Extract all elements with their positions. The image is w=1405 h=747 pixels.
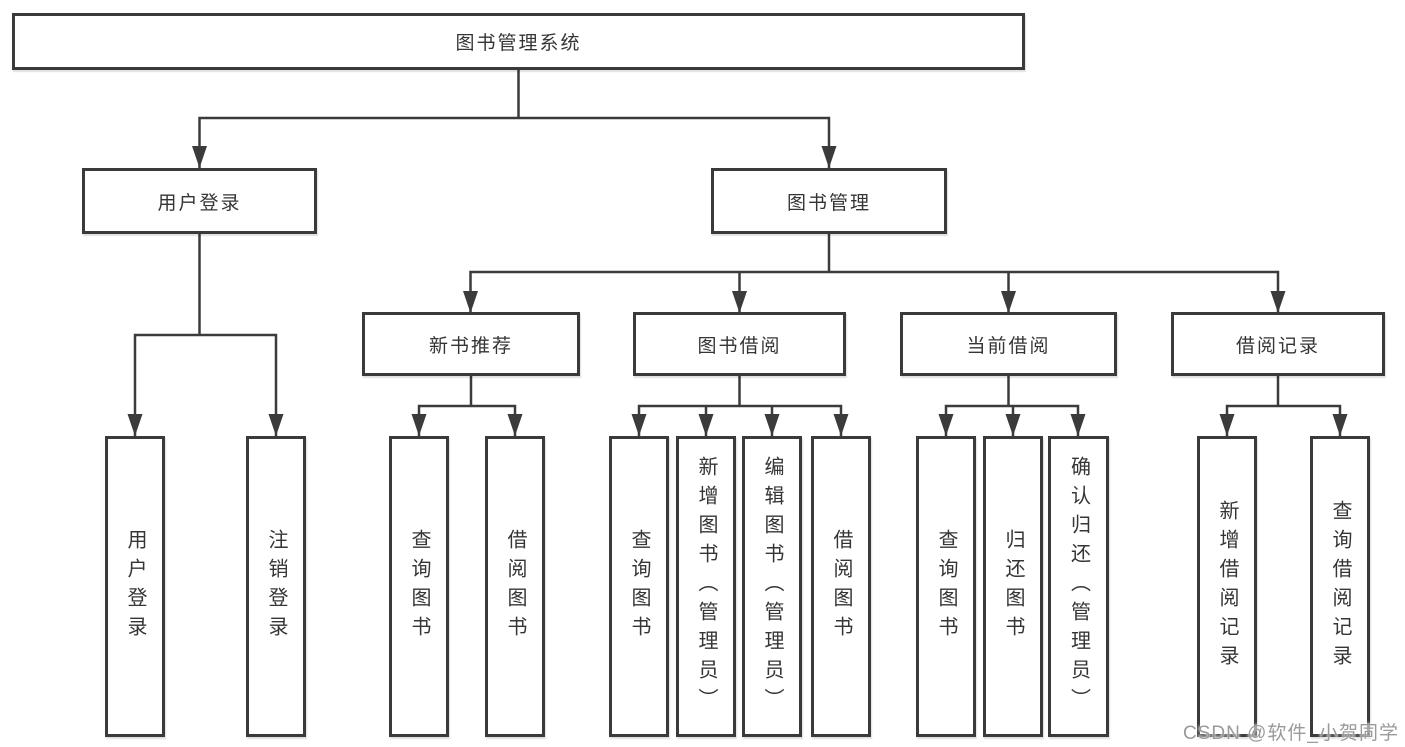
leaf-add-borrow-record-label: 新增借阅记录 — [1216, 499, 1238, 674]
node-user-login: 用户登录 — [82, 168, 317, 234]
node-root-label: 图书管理系统 — [455, 33, 582, 54]
node-current-borrow: 当前借阅 — [900, 312, 1117, 376]
leaf-query-borrow-record: 查询借阅记录 — [1310, 436, 1370, 737]
node-borrow-records: 借阅记录 — [1171, 312, 1385, 376]
node-current-borrow-label: 当前借阅 — [966, 335, 1051, 357]
leaf-add-books-admin-label: 新增图书（管理员） — [695, 456, 717, 717]
node-borrow-records-label: 借阅记录 — [1235, 335, 1320, 357]
leaf-query-books-label: 查询图书 — [408, 528, 430, 645]
node-user-login-label: 用户登录 — [157, 192, 242, 214]
leaf-edit-books-admin-label: 编辑图书（管理员） — [761, 456, 783, 717]
node-book-management-label: 图书管理 — [786, 192, 871, 214]
leaf-logout: 注销登录 — [246, 436, 306, 737]
leaf-borrow-books: 借阅图书 — [485, 436, 545, 737]
leaf-borrow-books: 借阅图书 — [811, 436, 871, 737]
leaf-query-books: 查询图书 — [609, 436, 669, 737]
leaf-user-login: 用户登录 — [105, 436, 165, 737]
node-book-management: 图书管理 — [711, 168, 947, 234]
node-book-borrow-label: 图书借阅 — [697, 335, 782, 357]
watermark: CSDN @软件_小贺同学 — [1183, 723, 1399, 744]
leaf-add-borrow-record: 新增借阅记录 — [1197, 436, 1257, 737]
leaf-confirm-return-admin: 确认归还（管理员） — [1048, 436, 1109, 737]
leaf-query-books-label: 查询图书 — [628, 528, 650, 645]
node-book-borrow: 图书借阅 — [633, 312, 846, 376]
leaf-return-books: 归还图书 — [983, 436, 1043, 737]
leaf-query-books: 查询图书 — [916, 436, 976, 737]
leaf-user-login-label: 用户登录 — [124, 528, 146, 645]
leaf-borrow-books-label: 借阅图书 — [504, 528, 526, 645]
leaf-edit-books-admin: 编辑图书（管理员） — [742, 436, 802, 737]
leaf-query-books: 查询图书 — [389, 436, 449, 737]
node-new-book-recommend: 新书推荐 — [362, 312, 580, 376]
leaf-borrow-books-label: 借阅图书 — [830, 528, 852, 645]
leaf-add-books-admin: 新增图书（管理员） — [676, 436, 736, 737]
leaf-logout-label: 注销登录 — [265, 528, 287, 645]
node-root: 图书管理系统 — [12, 13, 1025, 70]
node-new-book-recommend-label: 新书推荐 — [428, 335, 513, 357]
leaf-confirm-return-admin-label: 确认归还（管理员） — [1067, 456, 1090, 717]
leaf-query-borrow-record-label: 查询借阅记录 — [1329, 499, 1351, 674]
leaf-query-books-label: 查询图书 — [935, 528, 957, 645]
leaf-return-books-label: 归还图书 — [1002, 528, 1024, 645]
